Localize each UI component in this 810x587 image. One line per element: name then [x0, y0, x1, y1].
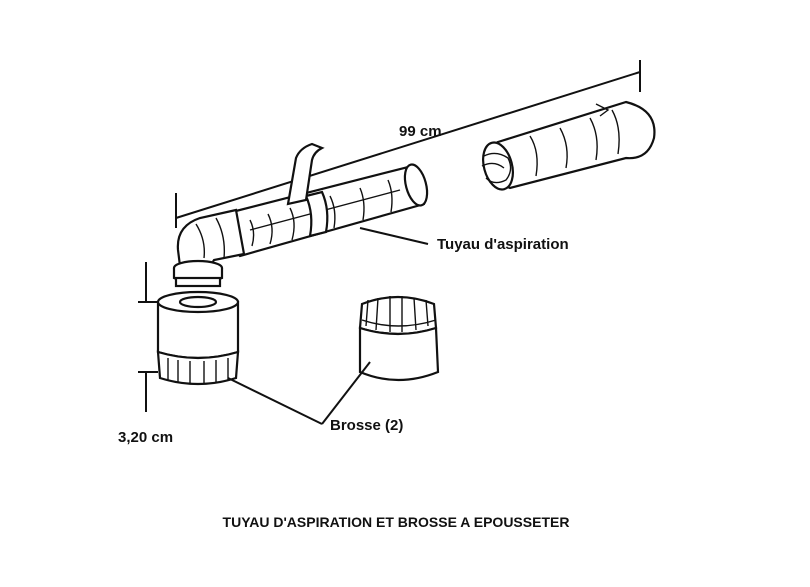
- height-label: 3,20 cm: [118, 429, 173, 446]
- length-dimension: [175, 60, 641, 228]
- brush-right: [358, 295, 440, 382]
- hose-left: [172, 142, 429, 288]
- leader-lines: [227, 227, 429, 425]
- brush-left-leader-line: [227, 377, 323, 425]
- length-label: 99 cm: [399, 123, 442, 140]
- length-dimension-line: [175, 71, 641, 219]
- figure-caption: TUYAU D'ASPIRATION ET BROSSE A EPOUSSETE…: [223, 514, 570, 530]
- height-dimension: [138, 262, 158, 412]
- brush-left: [156, 290, 240, 386]
- brush-right-leader-line: [321, 361, 371, 425]
- brush-label: Brosse (2): [330, 417, 403, 434]
- hose-right: [481, 100, 656, 191]
- hose-label: Tuyau d'aspiration: [437, 236, 569, 253]
- hose-leader-line: [359, 227, 429, 245]
